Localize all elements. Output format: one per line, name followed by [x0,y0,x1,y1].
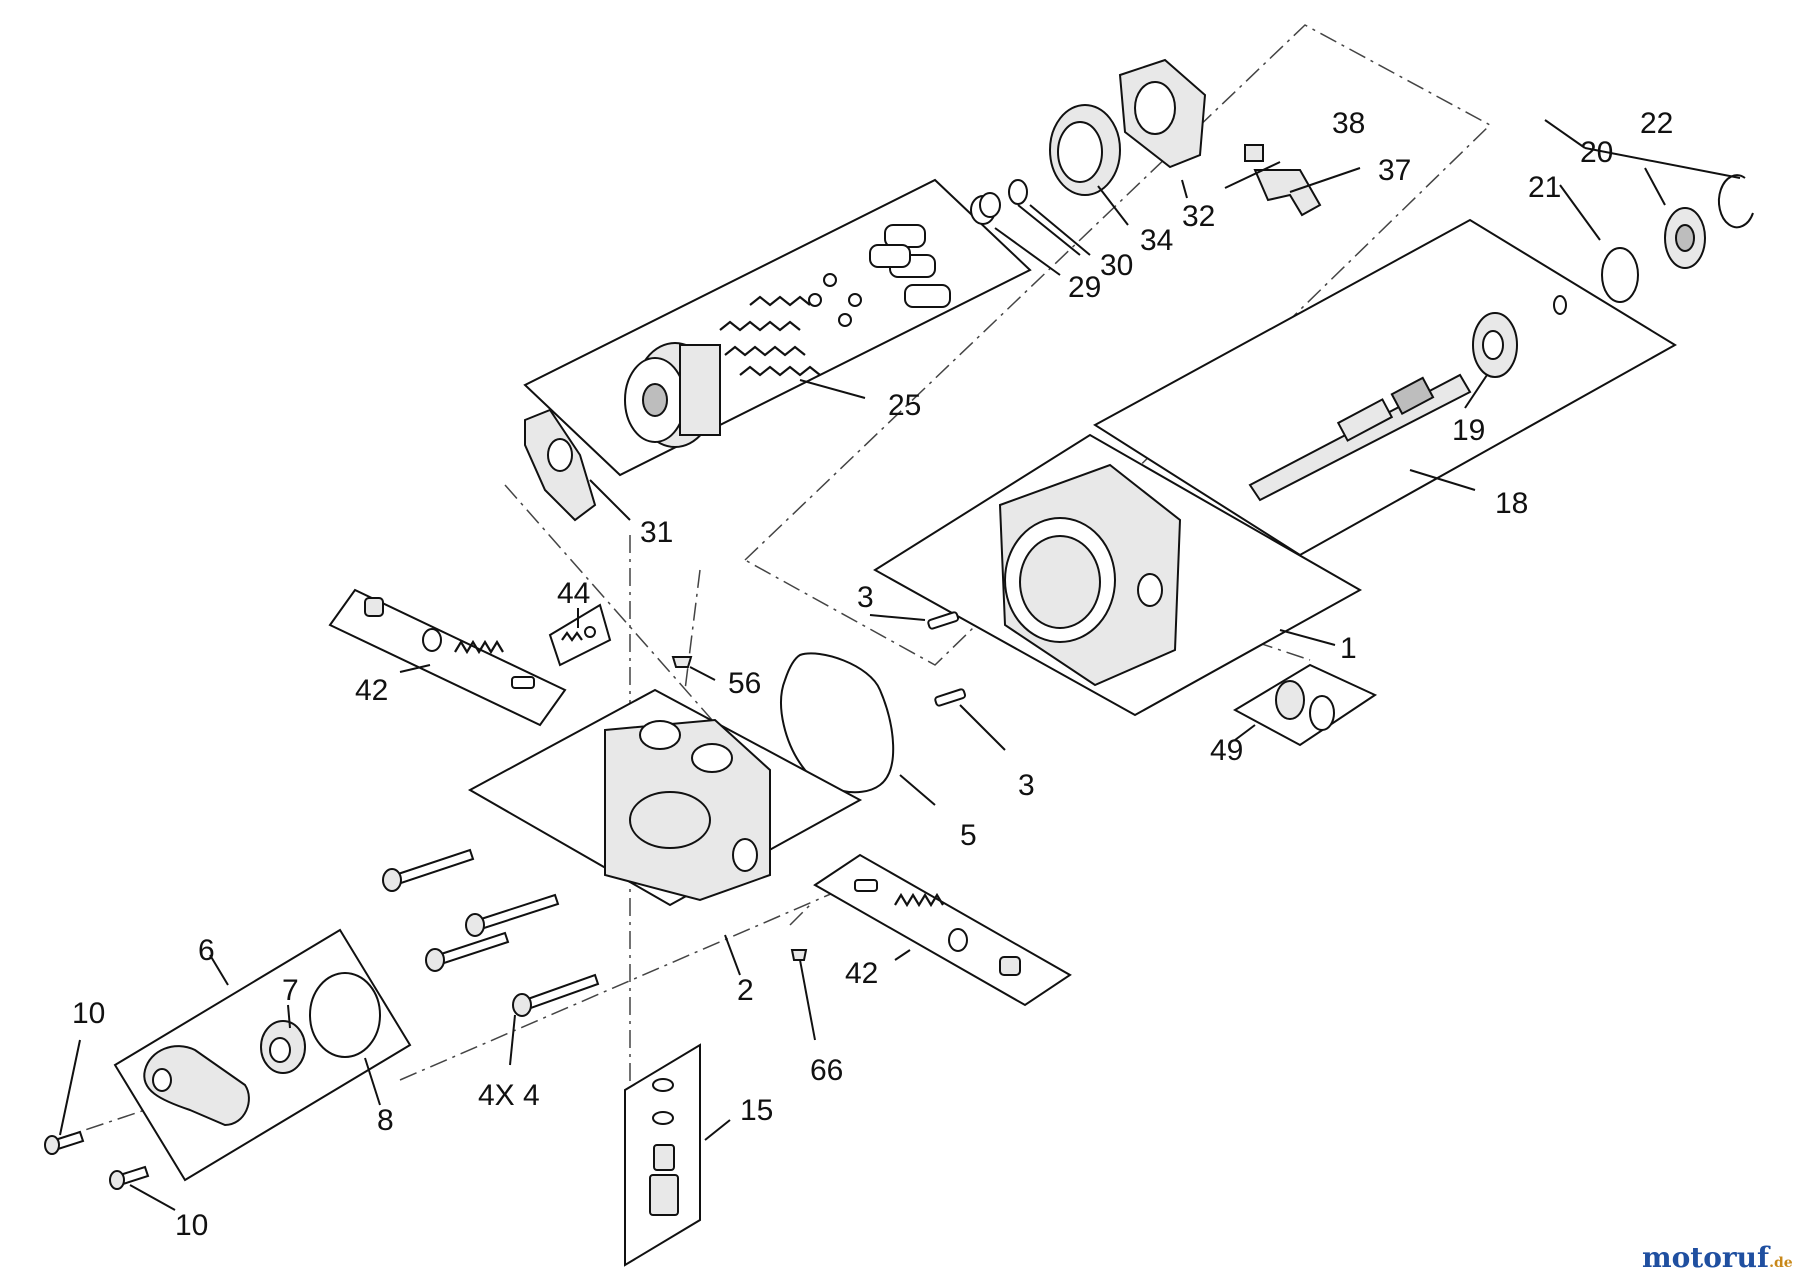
center-section-icon [604,718,771,902]
callout-5: 5 [960,819,977,852]
piston-springs-icon [719,295,821,377]
part-19-bearing[interactable] [1472,312,1518,378]
callout-18: 18 [1495,487,1528,520]
part-20-seal[interactable] [1664,207,1706,269]
leader-lines [59,119,1741,1211]
callout-1: 1 [1340,632,1357,665]
part-4-bolts[interactable] [382,848,600,1017]
callout-21: 21 [1528,171,1561,204]
callout-2: 2 [737,974,754,1007]
part-66-plug[interactable] [790,949,808,961]
bolt-1 [382,848,475,892]
callout-3-lower: 3 [1018,769,1035,802]
part-3-pin-upper[interactable] [927,611,960,630]
callout-10-lower: 10 [175,1209,208,1242]
part-31-valve-plate[interactable] [524,408,597,522]
motoruf-watermark: motoruf.de [1642,1241,1793,1274]
callout-25: 25 [888,389,921,422]
part-group-42-relief-valve-upper[interactable] [328,588,567,727]
part-group-2-center-section[interactable] [467,688,863,907]
bolt-2 [465,893,560,937]
part-29-spring[interactable] [970,192,1001,225]
callout-19: 19 [1452,414,1485,447]
callout-44: 44 [557,577,590,610]
part-group-42-relief-valve-lower[interactable] [813,853,1072,1007]
part-group-1-housing[interactable] [873,433,1363,717]
callout-22: 22 [1640,107,1673,140]
part-37-trunnion-arm[interactable] [1253,169,1322,217]
part-snap-ring-small[interactable] [1553,295,1567,315]
callout-6: 6 [198,934,215,967]
callout-30: 30 [1100,249,1133,282]
housing-icon [998,463,1182,687]
callout-15: 15 [740,1094,773,1127]
callout-66: 66 [810,1054,843,1087]
part-10-screw-lower[interactable] [109,1165,150,1190]
part-5-gasket[interactable] [780,652,895,794]
pistons-icon [808,224,951,327]
part-34-bearing[interactable] [1049,104,1121,196]
input-shaft-icon [1248,373,1472,502]
part-group-18-input-shaft[interactable] [1093,218,1677,557]
part-30-washer[interactable] [1008,179,1028,205]
callout-10-upper: 10 [72,997,105,1030]
callout-37: 37 [1378,154,1411,187]
callout-34: 34 [1140,224,1173,257]
svg-text:motoruf.de: motoruf.de [1642,1241,1793,1274]
cover-icon [143,1045,250,1127]
callout-31: 31 [640,516,673,549]
callout-labels: 38 37 32 34 30 29 22 20 21 19 18 25 31 3… [72,107,1673,1242]
bolt-3 [425,931,510,972]
cylinder-block-icon [624,342,721,448]
callout-56: 56 [728,667,761,700]
part-8-o-ring[interactable] [309,972,381,1058]
callout-8: 8 [377,1104,394,1137]
part-7-gerotor[interactable] [260,1020,306,1074]
callout-32: 32 [1182,200,1215,233]
part-56-plug[interactable] [671,656,693,668]
part-group-49-seal-kit[interactable] [1232,663,1378,747]
part-21-washer[interactable] [1601,247,1639,303]
watermark-text: motoruf [1642,1241,1771,1274]
callout-29: 29 [1068,271,1101,304]
part-38-key[interactable] [1244,144,1264,162]
callout-38: 38 [1332,107,1365,140]
part-group-15-bypass-valve[interactable] [624,1043,701,1267]
callout-49: 49 [1210,734,1243,767]
callout-42-upper: 42 [355,674,388,707]
callout-3-upper: 3 [857,581,874,614]
part-3-pin-lower[interactable] [934,688,967,707]
callout-20: 20 [1580,136,1613,169]
callout-7: 7 [282,974,299,1007]
bolt-4 [512,973,600,1017]
part-32-swashplate[interactable] [1118,58,1207,169]
callout-4x4: 4X 4 [478,1079,540,1112]
part-10-screw-upper[interactable] [44,1130,85,1155]
part-group-25-cylinder-block[interactable] [523,178,1032,477]
watermark-suffix: .de [1769,1255,1793,1271]
part-44-check-valve[interactable] [548,603,612,667]
part-22-retaining-ring[interactable] [1717,174,1754,229]
callout-42-lower: 42 [845,957,878,990]
